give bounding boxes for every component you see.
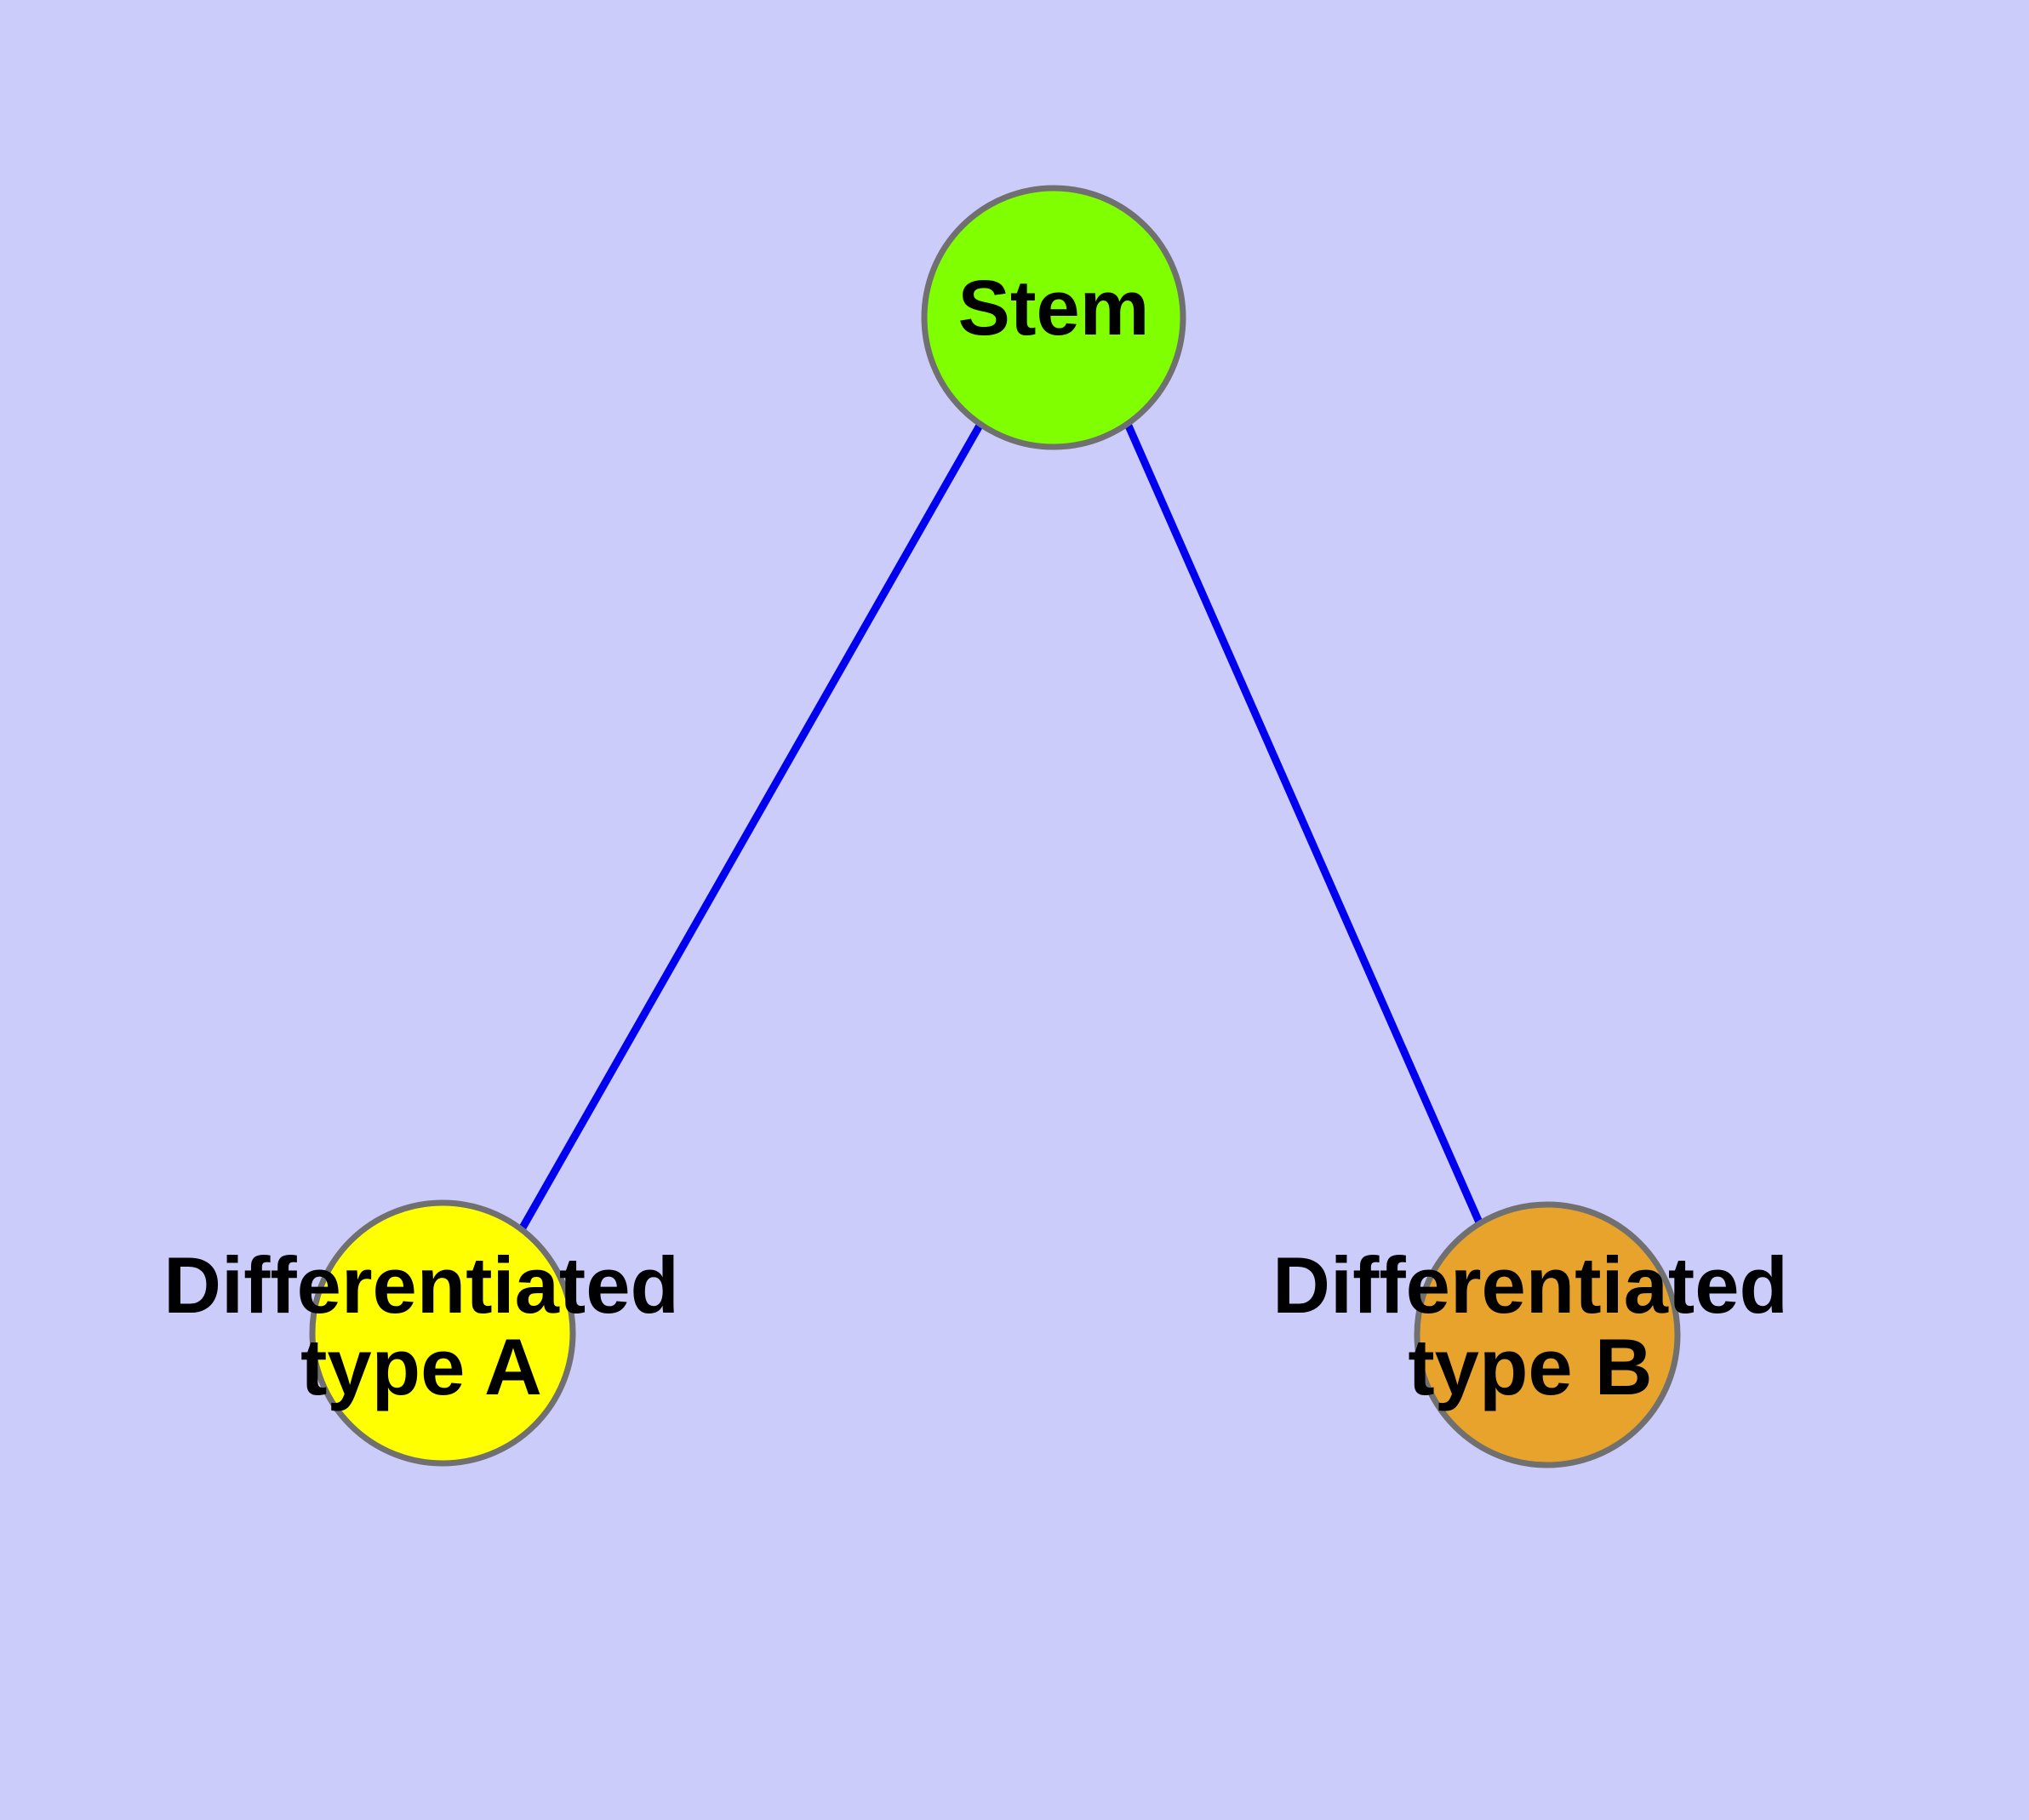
node-circle-differentiated-type-b[interactable]	[1414, 1201, 1681, 1468]
edge-stem-to-differentiated-type-b[interactable]	[1123, 422, 1487, 1232]
node-layer	[309, 185, 1681, 1468]
edge-stem-to-differentiated-type-a[interactable]	[518, 421, 984, 1232]
edge-layer	[518, 421, 1487, 1232]
node-circle-stem[interactable]	[921, 185, 1186, 450]
node-circle-differentiated-type-a[interactable]	[309, 1199, 576, 1467]
